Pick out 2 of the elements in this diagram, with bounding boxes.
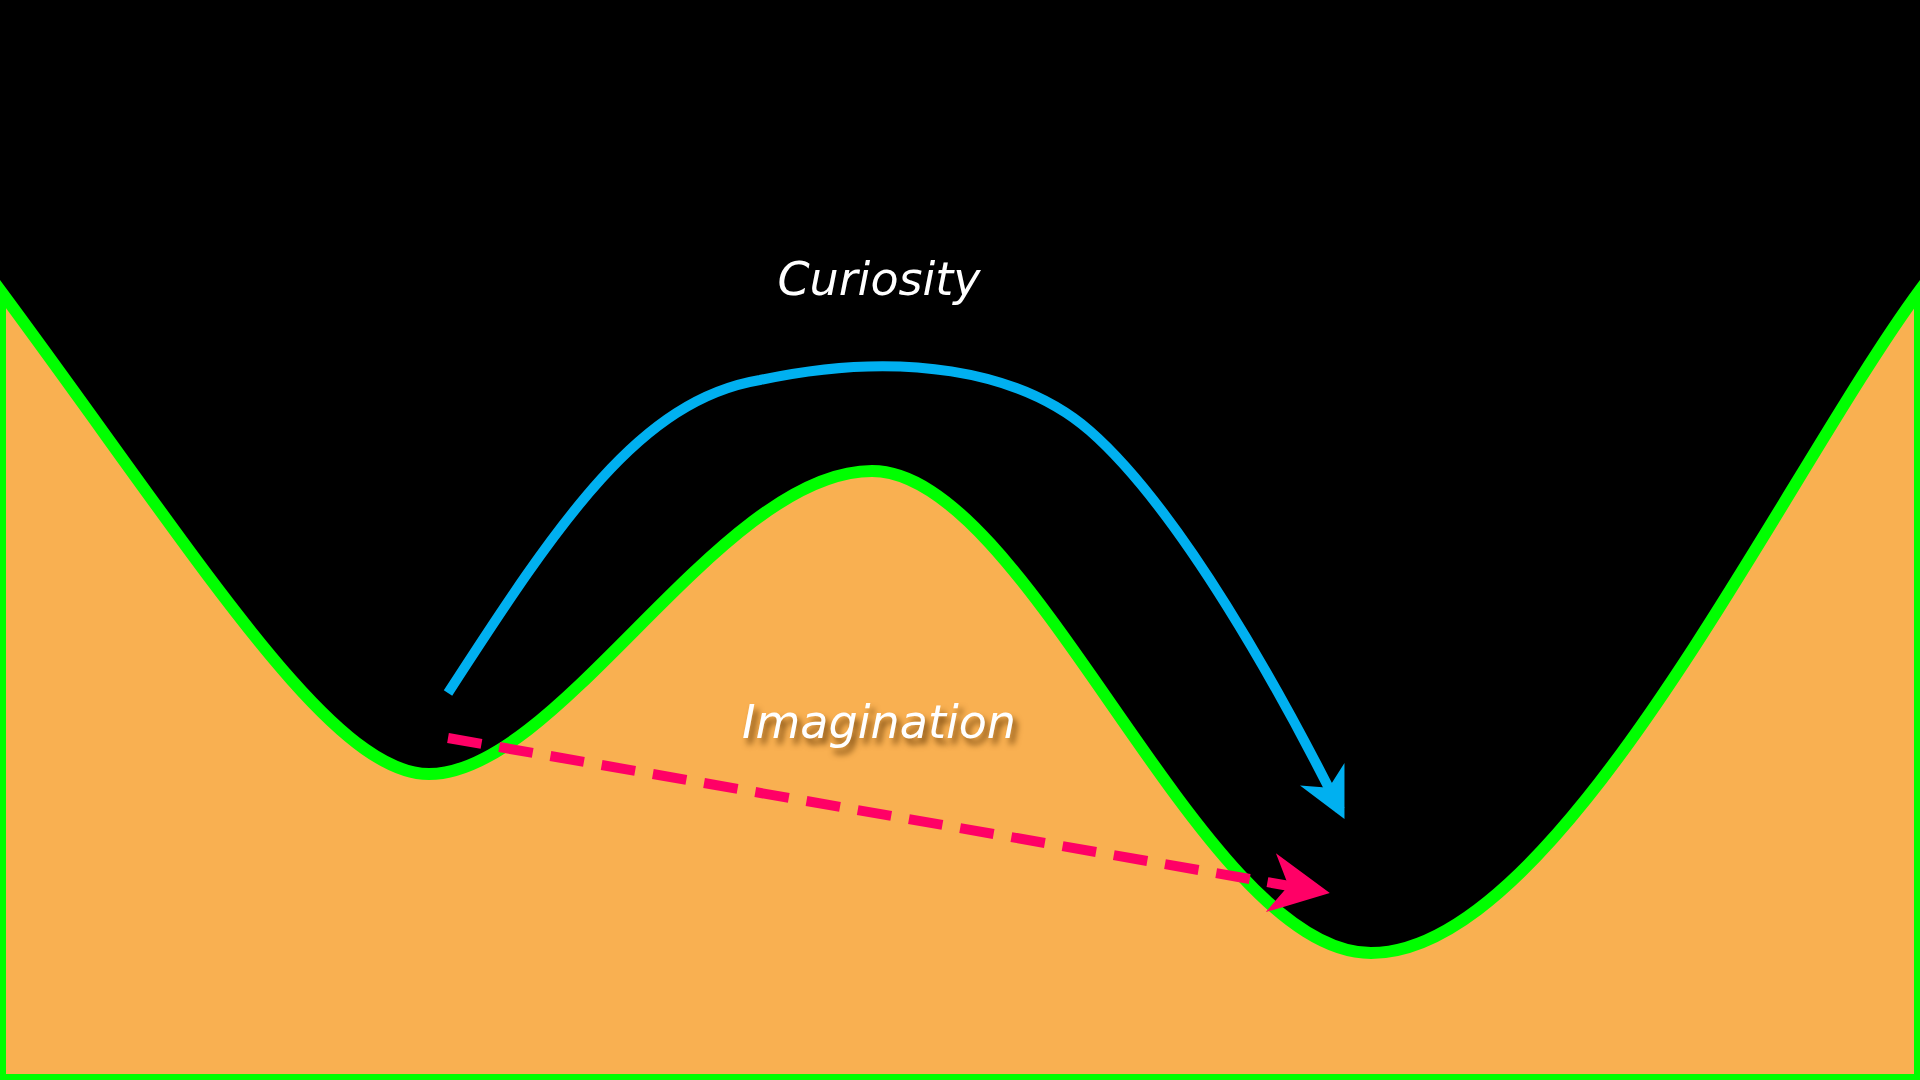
caption-text: Curiosity bbox=[777, 252, 981, 306]
caption-text: Imagination bbox=[742, 695, 1016, 749]
